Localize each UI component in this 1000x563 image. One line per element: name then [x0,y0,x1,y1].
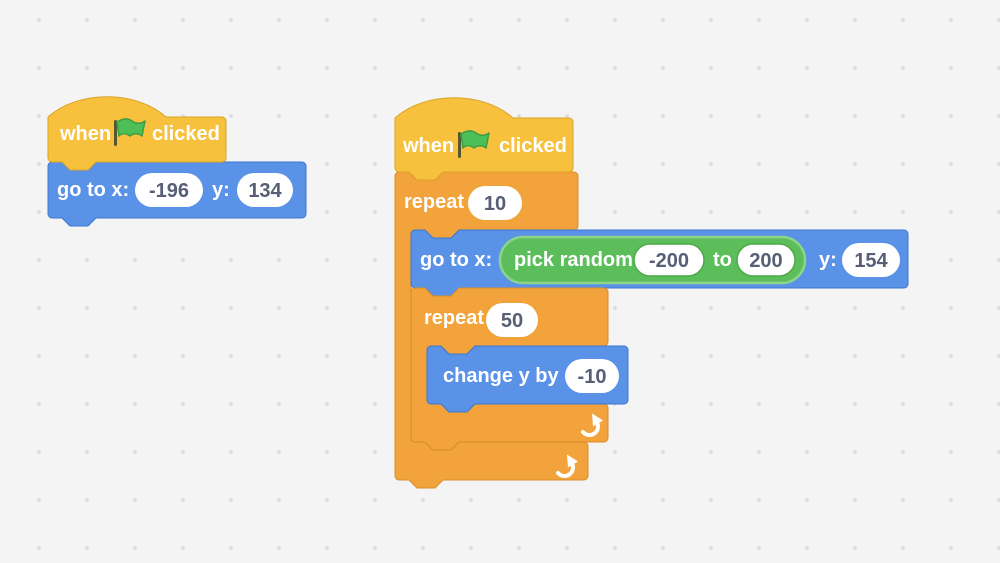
repeat-inner-times-input[interactable] [486,303,538,337]
loop-arrow-icon [556,454,578,478]
x-value-text: -196 [149,180,189,202]
random-to-label: to [713,249,732,271]
change-y-label: change y by [443,365,559,387]
pick-random-label: pick random [514,249,633,271]
clicked-label: clicked [499,135,567,157]
y-value-text: 154 [854,250,888,272]
clicked-label: clicked [152,123,220,145]
random-from-text: -200 [649,250,689,272]
y-value-input[interactable] [237,173,293,207]
script-right: when clicked repeat 10 go to x: pick ran… [394,97,909,489]
change-y-value-text: -10 [578,366,607,388]
repeat-inner-label: repeat [424,307,484,329]
goto-x-label: go to x: [57,179,129,201]
random-to-text: 200 [749,250,782,272]
goto-x-label: go to x: [420,249,492,271]
random-to-input[interactable] [736,243,796,277]
y-value-input[interactable] [842,243,900,277]
x-value-input[interactable] [135,173,203,207]
goto-y-label: y: [212,179,230,201]
green-flag-icon [458,130,490,158]
repeat-outer-times-input[interactable] [468,186,522,220]
green-flag-icon [114,118,146,146]
repeat-outer-label: repeat [404,191,464,213]
goto-y-label: y: [819,249,837,271]
random-from-input[interactable] [633,243,705,277]
repeat-inner-times-text: 50 [501,310,523,332]
loop-arrow-icon [581,413,603,437]
when-label: when [59,123,111,145]
change-y-value-input[interactable] [565,359,619,393]
y-value-text: 134 [248,180,282,202]
repeat-outer-times-text: 10 [484,193,506,215]
script-left: when clicked go to x: -196 y: 134 [47,96,307,227]
when-label: when [402,135,454,157]
